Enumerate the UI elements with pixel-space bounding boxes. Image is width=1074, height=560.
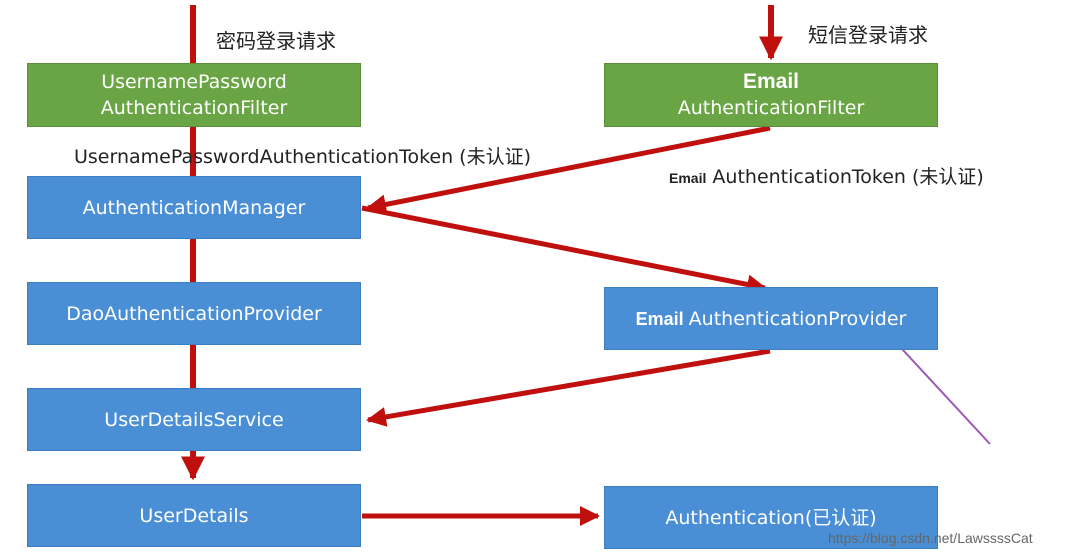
- user-details-service-box: UserDetailsService: [27, 388, 361, 451]
- user-details-box: UserDetails: [27, 484, 361, 547]
- username-password-filter-box: UsernamePassword AuthenticationFilter: [27, 63, 361, 127]
- email-authentication-provider-box: Email AuthenticationProvider: [604, 287, 938, 350]
- username-password-filter-line1: UsernamePassword: [101, 71, 287, 93]
- email-provider-prefix: Email: [635, 308, 684, 329]
- email-filter-box: Email AuthenticationFilter: [604, 63, 938, 127]
- username-password-token-label: UsernamePasswordAuthenticationToken (未认证…: [74, 146, 532, 168]
- authentication-box: Authentication(已认证): [604, 486, 938, 549]
- arrow-emailfilter-to-manager: [366, 125, 771, 215]
- username-password-filter-line2: AuthenticationFilter: [100, 97, 288, 119]
- email-token-text: AuthenticationToken (未认证): [712, 166, 984, 188]
- watermark-url: https://blog.csdn.net/LawssssCat: [828, 530, 1033, 546]
- authentication-manager-label: AuthenticationManager: [82, 196, 306, 219]
- password-login-request-label: 密码登录请求: [216, 29, 336, 53]
- dao-authentication-provider-box: DaoAuthenticationProvider: [27, 282, 361, 345]
- email-filter-prefix: Email: [742, 70, 800, 93]
- email-filter-line2: AuthenticationFilter: [677, 97, 865, 119]
- authentication-manager-box: AuthenticationManager: [27, 176, 361, 239]
- arrow-manager-to-emailprovider: [361, 205, 767, 295]
- user-details-service-label: UserDetailsService: [104, 408, 284, 431]
- user-details-label: UserDetails: [139, 504, 249, 527]
- authentication-label: Authentication(已认证): [665, 506, 877, 529]
- arrow-emailprovider-to-detailsservice: [366, 348, 771, 427]
- annotation-purple-arrow: [889, 335, 991, 445]
- sms-login-request-label: 短信登录请求: [808, 23, 928, 47]
- dao-authentication-provider-label: DaoAuthenticationProvider: [66, 302, 322, 325]
- email-provider-label: AuthenticationProvider: [688, 307, 907, 330]
- email-token-prefix: Email: [669, 170, 707, 186]
- email-token-label: Email AuthenticationToken (未认证): [669, 162, 984, 189]
